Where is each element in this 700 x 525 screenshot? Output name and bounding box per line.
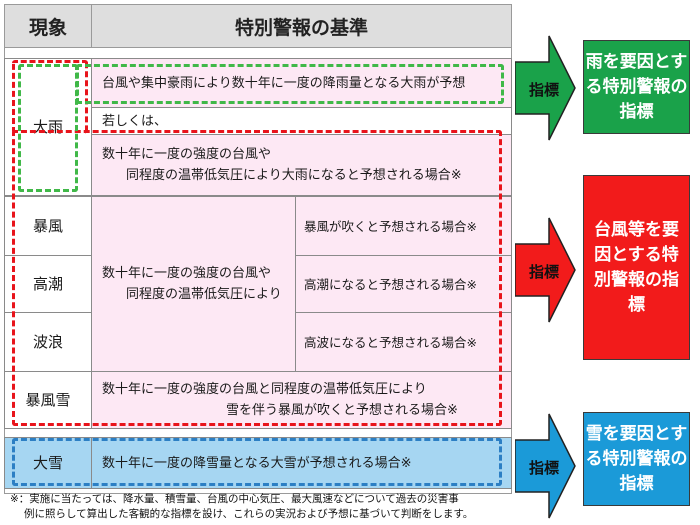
snow-group-outline [12, 438, 502, 486]
wave-label-cell: 波浪 [4, 312, 92, 372]
rain-arrow-label: 指標 [528, 81, 559, 99]
wave-label: 波浪 [32, 332, 63, 351]
rain-group-outline-top [76, 64, 504, 104]
wind-label: 暴風 [32, 216, 63, 235]
snow-label: 大雪 [32, 453, 63, 472]
snow-indicator-text: 雪を要因とする特別警報の指標 [585, 423, 688, 494]
header-criteria-text: 特別警報の基準 [234, 16, 368, 39]
surge-label: 高潮 [32, 274, 63, 293]
header-criteria: 特別警報の基準 [91, 4, 512, 48]
surge-text-cell: 高潮になると予想される場合※ [295, 255, 512, 313]
snow-indicator-box: 雪を要因とする特別警報の指標 [583, 412, 690, 506]
snow-text: 数十年に一度の降雪量となる大雪が予想される場合※ [102, 455, 412, 471]
snow-label-cell: 大雪 [4, 437, 92, 489]
snow-text-cell: 数十年に一度の降雪量となる大雪が予想される場合※ [91, 437, 512, 489]
wind-common-line2: 同程度の温帯低気圧により [126, 287, 282, 302]
rain-once-line1: 数十年に一度の強度の台風や [102, 147, 272, 162]
rain-indicator-text: 雨を要因とする特別警報の指標 [585, 51, 688, 122]
typhoon-group-outline [12, 130, 502, 426]
footnote: ※：実施に当たっては、降水量、積雪量、台風の中心気圧、最大風速などについて過去の… [10, 492, 520, 522]
wind-common-cell: 数十年に一度の強度の台風や 同程度の温帯低気圧により [91, 196, 296, 372]
wave-text: 高波になると予想される場合※ [304, 334, 477, 350]
header-phenomenon-text: 現象 [28, 16, 67, 39]
typhoon-indicator-text: 台風等を要因とする特別警報の指標 [594, 219, 679, 315]
wind-text-cell: 暴風が吹くと予想される場合※ [295, 196, 512, 256]
footnote-line2: 例に照らして算出した客観的な指標を設け、これらの実況および予想に基づいて判断をし… [24, 508, 474, 520]
rain-or-text: 若しくは、 [102, 113, 168, 129]
surge-label-cell: 高潮 [4, 255, 92, 313]
rain-group-outline-left [18, 64, 78, 192]
snowstorm-label: 暴風雪 [25, 390, 71, 409]
snowstorm-line2: 雪を伴う暴風が吹くと予想される場合※ [226, 403, 458, 418]
rain-once-cell: 数十年に一度の強度の台風や 同程度の温帯低気圧により大雨になると予想される場合※ [91, 134, 512, 196]
footnote-line1: ※：実施に当たっては、降水量、積雪量、台風の中心気圧、最大風速などについて過去の… [10, 493, 459, 505]
typhoon-group-outline-top [12, 60, 88, 134]
rain-typhoon-text: 台風や集中豪雨により数十年に一度の降雨量となる大雨が予想 [102, 75, 466, 91]
typhoon-indicator-box: 台風等を要因とする特別警報の指標 [583, 175, 690, 360]
surge-text: 高潮になると予想される場合※ [304, 276, 477, 292]
rain-arrow-icon [515, 35, 576, 141]
typhoon-arrow-label: 指標 [528, 263, 559, 281]
snowstorm-text-cell: 数十年に一度の強度の台風と同程度の温帯低気圧により 雪を伴う暴風が吹くと予想され… [91, 371, 512, 429]
snow-arrow-label: 指標 [528, 459, 559, 477]
wind-text: 暴風が吹くと予想される場合※ [304, 218, 477, 234]
snowstorm-label-cell: 暴風雪 [4, 371, 92, 429]
wave-text-cell: 高波になると予想される場合※ [295, 312, 512, 372]
snow-arrow-icon [515, 413, 576, 519]
header-phenomenon: 現象 [4, 4, 92, 48]
wind-common-line1: 数十年に一度の強度の台風や [102, 266, 272, 281]
rain-indicator-box: 雨を要因とする特別警報の指標 [583, 40, 690, 134]
snowstorm-line1: 数十年に一度の強度の台風と同程度の温帯低気圧により [102, 382, 427, 397]
rain-once-line2: 同程度の温帯低気圧により大雨になると予想される場合※ [126, 168, 462, 183]
typhoon-arrow-icon [515, 217, 576, 323]
